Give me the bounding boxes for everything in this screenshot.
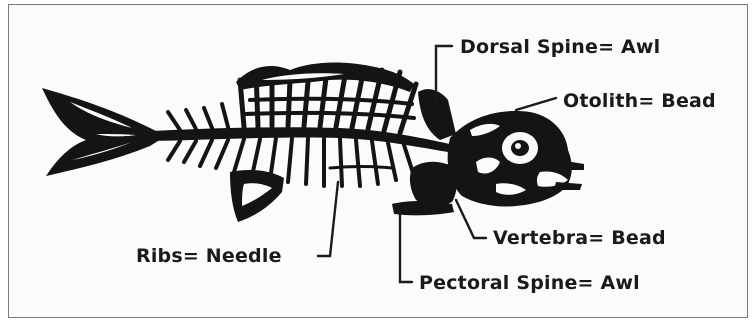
label-otolith: Otolith= Bead [563,90,716,112]
anal-fin [230,170,284,222]
caudal-fin [42,88,166,176]
label-vertebra: Vertebra= Bead [493,227,666,249]
label-pectoral-spine: Pectoral Spine= Awl [419,272,640,294]
label-dorsal-spine: Dorsal Spine= Awl [460,36,660,58]
ribs [168,138,414,186]
pectoral-spine-bone [392,201,454,215]
vertebra-bone [410,162,457,206]
label-ribs: Ribs= Needle [136,245,282,267]
skull [448,111,584,207]
